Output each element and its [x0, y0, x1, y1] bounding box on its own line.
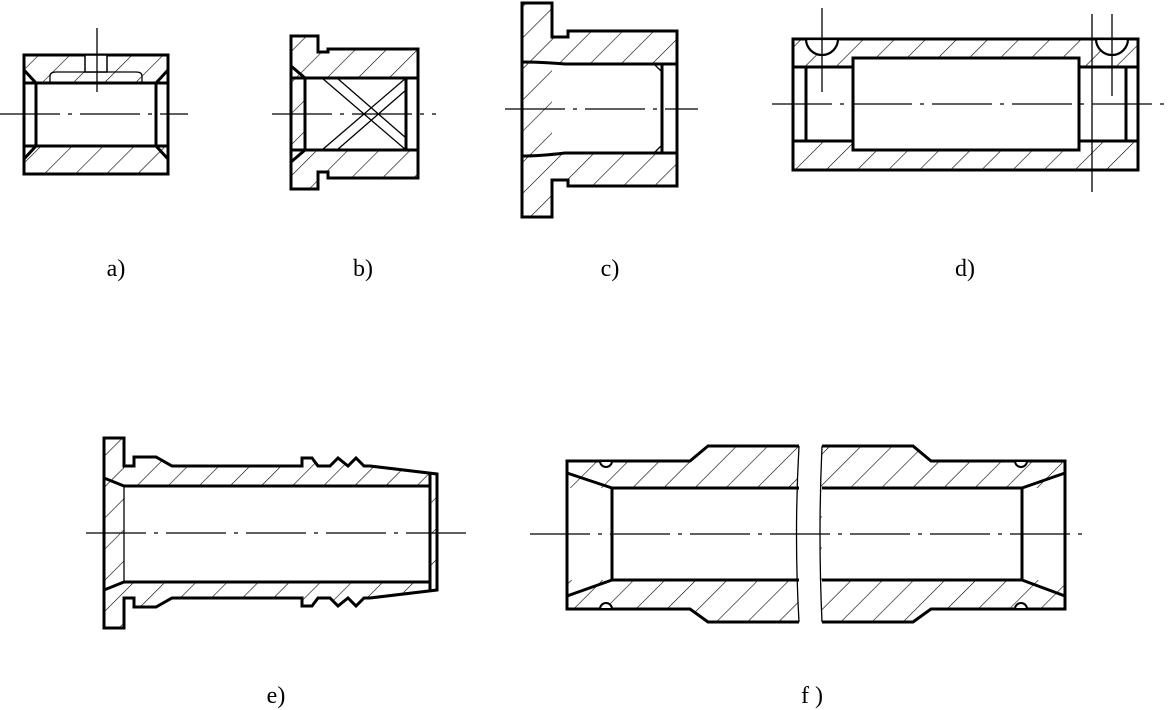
caption-e: e) [267, 683, 286, 709]
caption-a: a) [107, 256, 126, 282]
figure-f: f ) [530, 444, 1088, 709]
caption-b: b) [353, 256, 373, 282]
figure-c: c) [505, 1, 698, 282]
figure-b: b) [272, 34, 436, 282]
figure-d: d) [772, 8, 1170, 282]
figure-a: a) [0, 28, 188, 282]
figure-e: e) [86, 436, 466, 709]
caption-c: c) [601, 256, 620, 282]
caption-f: f ) [801, 683, 823, 709]
caption-d: d) [955, 256, 975, 282]
